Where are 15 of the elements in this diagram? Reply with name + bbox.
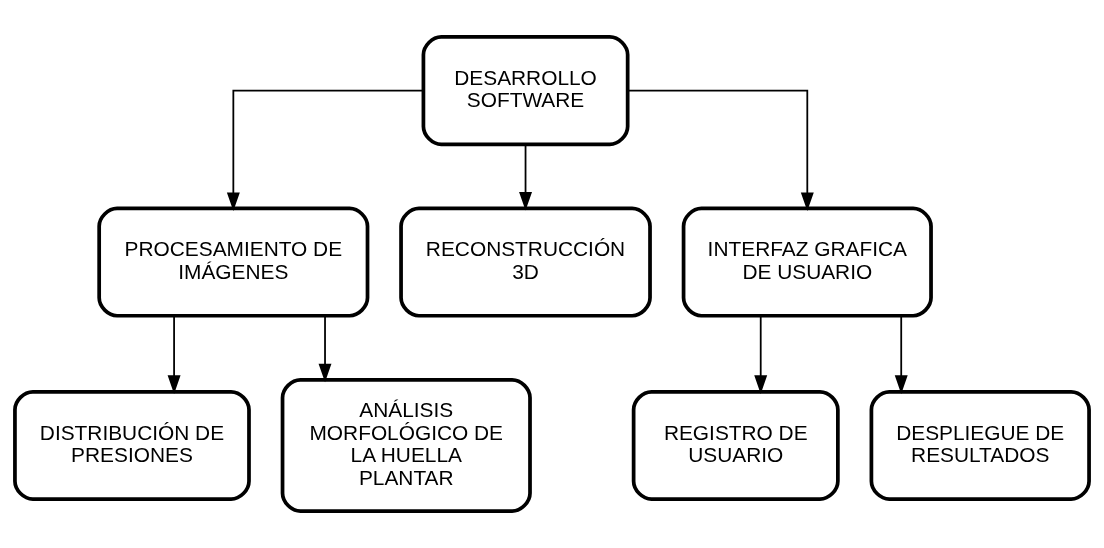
node-box: ANÁLISIS MORFOLÓGICO DE LA HUELLA PLANTAR: [280, 378, 532, 513]
arrow: [894, 315, 908, 394]
node-box: DESARROLLO SOFTWARE: [421, 35, 630, 147]
arrow: [226, 89, 425, 211]
node-box: DESPLIEGUE DE RESULTADOS: [869, 389, 1091, 501]
arrow: [754, 315, 768, 394]
node-box: REGISTRO DE USUARIO: [631, 389, 840, 501]
arrow: [626, 89, 814, 211]
node-box: PROCESAMIENTO DE IMÁGENES: [97, 206, 370, 318]
arrow: [519, 143, 533, 211]
node-box: DISTRIBUCIÓN DE PRESIONES: [13, 389, 251, 501]
arrow: [318, 315, 332, 383]
arrow: [167, 315, 181, 394]
node-box: RECONSTRUCCIÓN 3D: [399, 206, 652, 318]
node-box: INTERFAZ GRAFICA DE USUARIO: [681, 206, 933, 318]
